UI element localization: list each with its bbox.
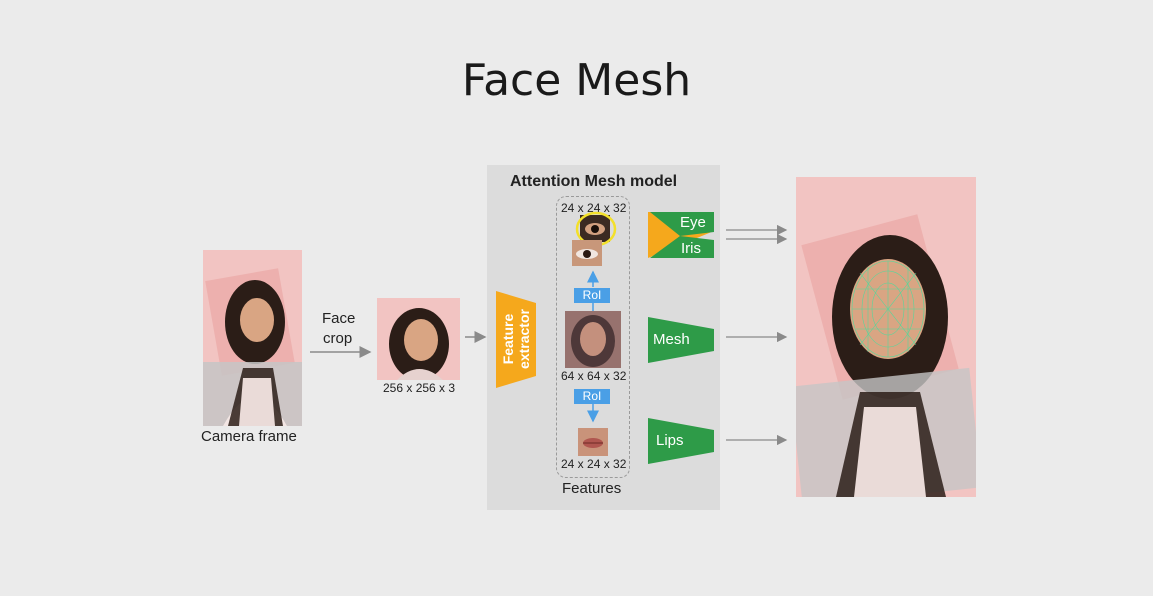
roi-top-connector	[592, 302, 594, 312]
eye-iris-head-block	[648, 212, 714, 258]
camera-frame-label: Camera frame	[201, 428, 297, 445]
dims-top-label: 24 x 24 x 32	[561, 201, 627, 215]
eye-crop-thumbnail-1	[580, 215, 610, 242]
eye-crop-thumbnail-2	[572, 240, 602, 266]
face-mesh-overlay	[851, 260, 925, 358]
page-title: Face Mesh	[461, 55, 692, 106]
lips-head-label: Lips	[656, 432, 684, 449]
feature-extractor-shape	[496, 291, 536, 388]
input-dims-label: 256 x 256 x 3	[383, 381, 456, 395]
camera-frame-image	[203, 250, 302, 426]
iris-head-label: Iris	[681, 240, 701, 257]
roi-bottom-badge: RoI	[574, 389, 610, 404]
feature-extractor-text: Feature extractor	[471, 309, 561, 369]
lips-crop-thumbnail	[578, 428, 608, 456]
feature-extractor-text-line2: extractor	[516, 309, 532, 369]
cropped-face-image	[377, 298, 460, 380]
face-crop-label-line1: Face	[322, 310, 356, 327]
features-column	[556, 196, 630, 478]
output-image-with-mesh	[796, 177, 976, 497]
feature-map-mid-thumbnail	[565, 311, 621, 368]
feature-extractor-text-line1: Feature	[500, 313, 516, 365]
face-crop-label-line2: crop	[323, 330, 353, 347]
roi-top-badge: RoI	[574, 288, 610, 303]
lips-head-block	[648, 418, 714, 464]
output-person-illustration	[796, 214, 976, 497]
camera-frame-person-illustration	[203, 268, 302, 426]
dims-bottom-label: 24 x 24 x 32	[561, 457, 627, 471]
attention-mesh-panel-title: Attention Mesh model	[510, 173, 678, 190]
mesh-head-block	[648, 317, 714, 363]
features-label: Features	[562, 480, 622, 497]
eye-head-label: Eye	[680, 214, 706, 231]
cropped-face-illustration	[389, 308, 449, 380]
mesh-head-label: Mesh	[653, 331, 690, 348]
dims-mid-label: 64 x 64 x 32	[561, 369, 627, 383]
roi-bottom-arrow	[587, 403, 599, 423]
roi-top-arrow	[587, 270, 599, 287]
